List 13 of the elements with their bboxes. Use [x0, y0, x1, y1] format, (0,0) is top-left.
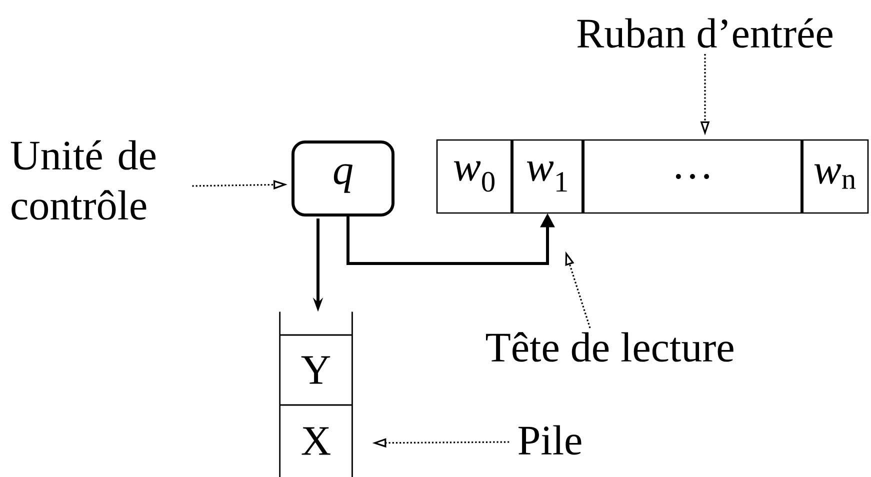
control-state-box: q [292, 140, 394, 216]
tape-cell: w$_{0}$ [454, 161, 494, 192]
tape-cell: X [302, 427, 330, 455]
stack-drawing [279, 312, 353, 477]
callout-text: Unité de contrôle [10, 140, 156, 220]
callout-text: Tête de lecture [486, 332, 734, 362]
tape-cell: … [676, 174, 710, 179]
input-tape [436, 139, 869, 214]
callout-text: Ruban d’entrée [577, 18, 832, 48]
tape-cell: w$_{n}$ [814, 164, 856, 189]
callout-text: Pile [518, 425, 582, 455]
tape-cell: Y [301, 356, 330, 384]
tape-cell: w$_{1}$ [526, 161, 567, 192]
